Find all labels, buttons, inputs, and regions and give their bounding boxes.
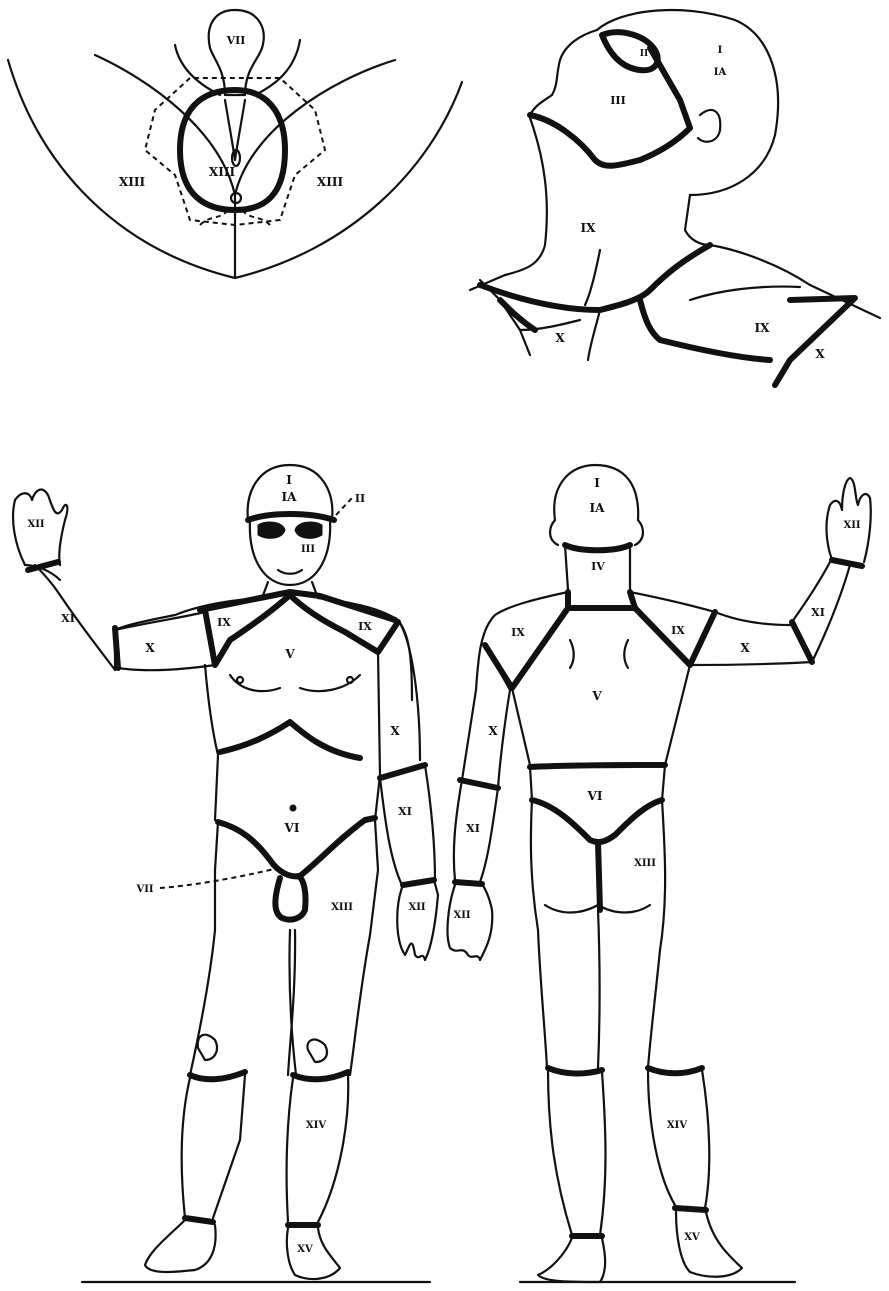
region-label-ix-shoulder: IX <box>755 321 771 335</box>
back-label-x-right: X <box>740 641 750 655</box>
region-label-ii: II <box>640 49 648 59</box>
front-label-ia: IA <box>282 490 298 504</box>
region-label-ia: IA <box>714 67 727 78</box>
back-label-xii-right: XII <box>843 520 860 531</box>
front-label-xii-left: XII <box>27 519 44 530</box>
front-label-ix-right: IX <box>358 620 372 633</box>
region-label-vii: VII <box>226 34 246 47</box>
region-label-iii: III <box>610 94 625 107</box>
front-label-iv: IV <box>283 590 297 603</box>
front-label-xi-right: XI <box>398 805 412 818</box>
front-label-i: I <box>286 473 292 487</box>
region-label-xiii-center: XIII <box>209 165 236 179</box>
region-label-xiii-left: XIII <box>119 175 146 189</box>
front-label-ix-left: IX <box>217 616 231 629</box>
front-label-xi-left: XI <box>61 612 75 625</box>
back-label-ix-right: IX <box>671 624 685 637</box>
back-label-i: I <box>594 476 600 490</box>
back-label-xv: XV <box>684 1232 700 1243</box>
front-figure <box>13 465 438 1279</box>
front-label-iii: III <box>301 544 315 555</box>
front-label-vi: VI <box>284 821 300 835</box>
back-label-vi: VI <box>587 789 603 803</box>
region-label-xiii-right: XIII <box>317 175 344 189</box>
back-label-ix-left: IX <box>511 626 525 639</box>
front-label-xv: XV <box>297 1244 313 1255</box>
back-label-xiii: XIII <box>634 858 656 869</box>
back-label-x-left: X <box>488 724 498 738</box>
front-label-xiii: XIII <box>331 902 353 913</box>
front-label-v: V <box>284 647 295 661</box>
back-label-ia: IA <box>590 501 606 515</box>
back-figure <box>448 465 871 1282</box>
head-neck-view: I IA II III IX X IX X <box>470 10 880 385</box>
region-label-i: I <box>718 45 723 56</box>
back-label-xi-left: XI <box>466 822 480 835</box>
back-label-v: V <box>591 689 602 703</box>
back-figure-labels: I IA IV IX IX X X V XI XI XII XII VI XII… <box>453 476 860 1243</box>
front-label-x-left: X <box>145 641 155 655</box>
region-label-x-chest: X <box>555 331 565 345</box>
region-label-x-back: X <box>815 347 825 361</box>
back-label-iv: IV <box>591 560 605 573</box>
region-label-ix-neck: IX <box>581 221 597 235</box>
back-label-xiv: XIV <box>667 1120 687 1131</box>
front-label-ii-pointer: II <box>355 492 365 505</box>
front-label-xiv: XIV <box>306 1120 326 1131</box>
back-label-xii-left: XII <box>453 910 470 921</box>
perineum-view: VII XIII XIII XIII <box>8 10 462 278</box>
front-label-vii-pointer: VII <box>135 884 153 895</box>
front-label-x-right: X <box>390 724 400 738</box>
back-label-xi-right: XI <box>811 606 825 619</box>
front-figure-labels: I IA II III IV IX IX V X X XI XI XII XII… <box>27 473 425 1255</box>
front-label-xii-right: XII <box>408 902 425 913</box>
